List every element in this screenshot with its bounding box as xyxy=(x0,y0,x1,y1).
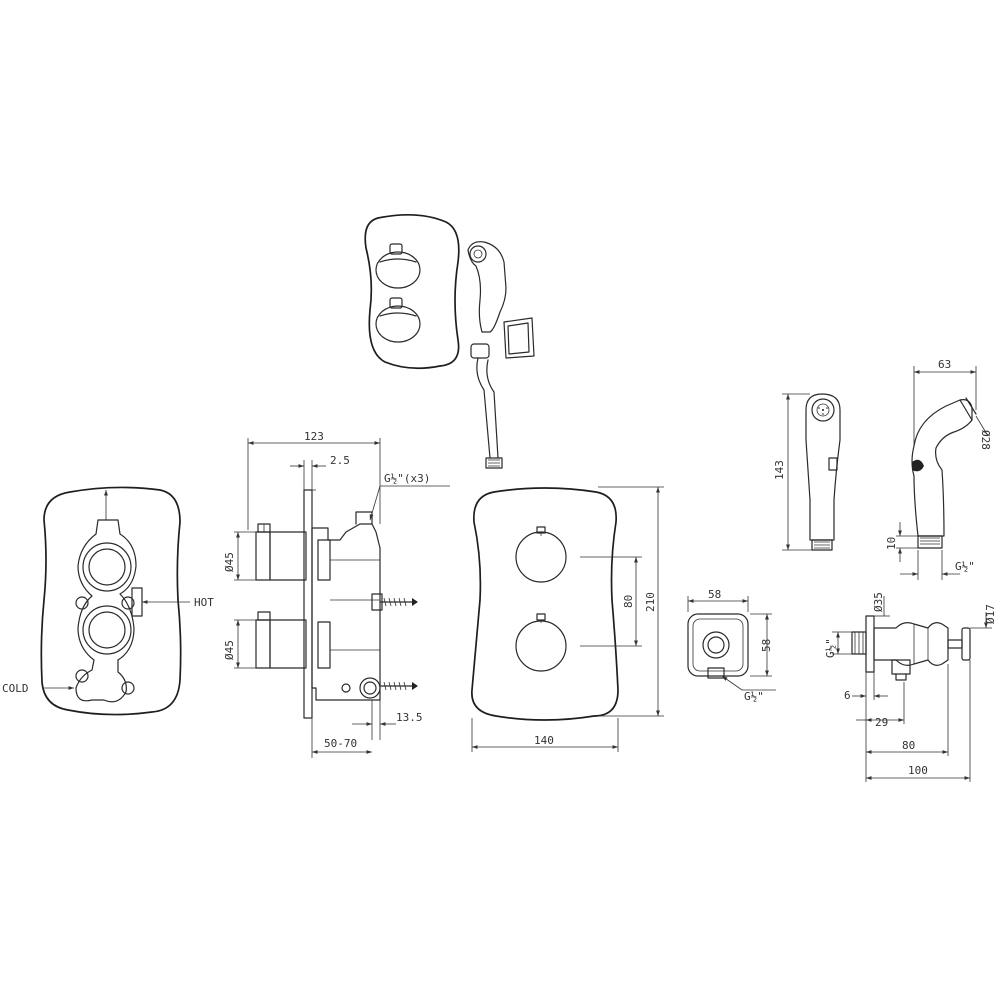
valve-thread-label: G½" xyxy=(824,638,837,658)
dim-knob-dia-bottom: Ø45 xyxy=(223,640,236,660)
dim-rear-offset: 13.5 xyxy=(396,711,423,724)
dim-valve-d1: 6 xyxy=(844,689,851,702)
dim-body-depth: 123 xyxy=(304,430,324,443)
perspective-knob-bottom xyxy=(375,297,421,343)
side-view-valve: 123 2.5 G½"(x3) Ø45 Ø45 13.5 50-70 xyxy=(223,430,450,758)
front-view-valve: HOT COLD xyxy=(2,486,214,716)
dim-plate-width: 140 xyxy=(534,734,554,747)
perspective-view xyxy=(364,213,535,469)
thread-inlets-label: G½"(x3) xyxy=(384,472,430,485)
dim-valve-knob-dia: Ø17 xyxy=(984,604,997,624)
perspective-knob-top xyxy=(375,243,421,289)
spray-front: 143 xyxy=(773,393,841,551)
angle-valve: Ø35 Ø17 G½" 6 29 80 100 xyxy=(824,592,997,782)
dim-spray-depth: 63 xyxy=(938,358,951,371)
dim-valve-d3: 80 xyxy=(902,739,915,752)
cover-plate xyxy=(471,487,619,721)
dim-valve-flange-dia: Ø35 xyxy=(872,592,885,612)
dim-spray-head-dia: Ø28 xyxy=(979,430,992,450)
dim-valve-d4: 100 xyxy=(908,764,928,777)
dim-spray-height: 143 xyxy=(773,460,786,480)
perspective-faceplate xyxy=(364,213,460,370)
cover-knob-bottom xyxy=(515,620,567,672)
dim-knob-spacing: 80 xyxy=(622,595,635,608)
spray-thread-label: G½" xyxy=(955,560,975,573)
perspective-spray-set xyxy=(467,241,535,469)
outlet-thread-label: G½" xyxy=(744,690,764,703)
spray-side: 63 Ø28 10 G½" xyxy=(885,358,992,580)
dim-outlet-width: 58 xyxy=(708,588,721,601)
dim-knob-dia-top: Ø45 xyxy=(223,552,236,572)
hot-label: HOT xyxy=(194,596,214,609)
dim-valve-d2: 29 xyxy=(875,716,888,729)
dim-wall-depth: 50-70 xyxy=(324,737,357,750)
dim-flange-offset: 2.5 xyxy=(330,454,350,467)
wall-outlet: 58 58 G½" xyxy=(687,588,776,703)
cover-knob-top xyxy=(515,531,567,583)
dim-spray-tip: 10 xyxy=(885,537,898,550)
cold-label: COLD xyxy=(2,682,29,695)
dim-plate-height: 210 xyxy=(644,592,657,612)
front-faceplate xyxy=(40,486,182,716)
dim-outlet-height: 58 xyxy=(760,639,773,652)
front-view-cover: 80 210 140 xyxy=(471,486,664,752)
